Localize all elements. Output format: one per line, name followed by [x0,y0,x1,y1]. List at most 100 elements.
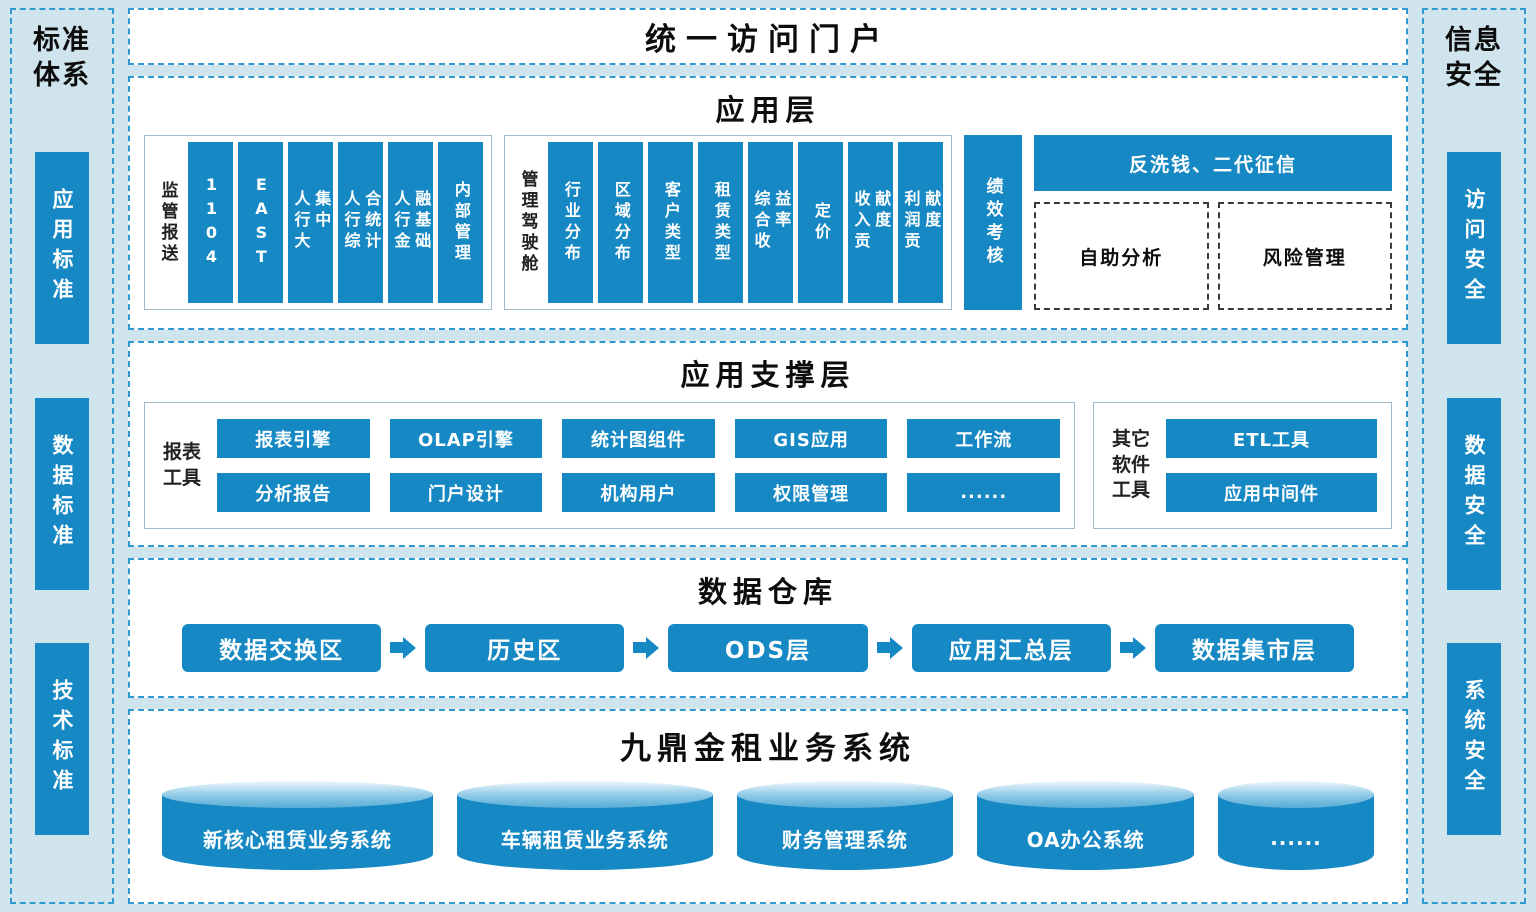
cylinder-label: 车辆租赁业务系统 [500,827,669,852]
other-tools-column: ETL工具 应用中间件 [1166,419,1377,512]
cockpit-item: 利润贡献度 [898,142,943,303]
sidebar-item-system-security: 系统安全 [1447,642,1501,835]
application-support-content: 报表工具 报表引擎 OLAP引擎 统计图组件 GIS应用 工作流 分析报告 门户… [130,398,1406,545]
database-cylinder-ellipsis: ...... [1217,781,1375,870]
regulatory-item: 人行大集中 [288,142,333,303]
management-cockpit-group: 管理驾驶舱 行业分布 区域分布 客户类型 租赁类型 综合收益率 定价 收入贡献度… [504,135,952,310]
data-warehouse-title: 数据仓库 [697,575,838,609]
cylinder-label: OA办公系统 [1026,827,1145,852]
regulatory-reporting-group: 监管报送 1104 EAST 人行大集中 人行综合统计 人行金融基础 内部管理 [144,135,492,310]
tool-box: ...... [907,473,1061,512]
flow-arrow-icon [633,636,660,659]
tool-box: 机构用户 [562,473,715,512]
flow-arrow-icon [1119,636,1146,659]
cockpit-item-label: 收入贡献度 [851,189,892,253]
warehouse-stage: ODS层 [668,623,868,672]
cockpit-item-label: 租赁类型 [711,180,731,265]
sidebar-item-label: 应用标准 [50,188,74,309]
cockpit-item: 收入贡献度 [848,142,893,303]
portal-title: 统一访问门户 [645,22,891,58]
risk-management-box: 风险管理 [1217,202,1392,310]
performance-assessment-label: 绩效考核 [982,176,1003,269]
sidebar-item-label: 系统安全 [1462,678,1486,799]
cylinder-label: 新核心租赁业务系统 [202,827,392,852]
regulatory-item-label: EAST [251,174,271,271]
aml-credit-box: 反洗钱、二代征信 [1034,135,1392,191]
application-support-title: 应用支撑层 [680,358,856,392]
regulatory-item-label: 内部管理 [451,180,471,265]
database-cylinder-finance: 财务管理系统 [736,781,954,870]
sidebar-item-label: 技术标准 [50,678,74,799]
standards-sidebar-title: 标准体系 [33,25,91,91]
security-sidebar: 信息安全 访问安全 数据安全 系统安全 [1422,8,1526,904]
app-layer-right-group: 反洗钱、二代征信 自助分析 风险管理 [1034,135,1392,310]
warehouse-stage: 历史区 [425,623,625,672]
database-cylinder-oa: OA办公系统 [977,781,1194,870]
sidebar-item-technical-standard: 技术标准 [35,642,89,835]
regulatory-item-label: 人行综合统计 [341,189,382,253]
data-warehouse-panel: 数据仓库 数据交换区 历史区 ODS层 应用汇总层 数据集市层 [128,558,1408,698]
tool-box: GIS应用 [734,419,888,458]
tool-box: 报表引擎 [217,419,370,458]
tool-box: 权限管理 [734,473,888,512]
tool-box: 应用中间件 [1166,473,1377,512]
sidebar-item-access-security: 访问安全 [1447,152,1501,345]
regulatory-item: 人行金融基础 [388,142,433,303]
application-layer-content: 监管报送 1104 EAST 人行大集中 人行综合统计 人行金融基础 内部管理 … [130,133,1406,328]
report-tools-group: 报表工具 报表引擎 OLAP引擎 统计图组件 GIS应用 工作流 分析报告 门户… [144,402,1076,529]
tool-box: 门户设计 [389,473,543,512]
sidebar-item-label: 访问安全 [1462,188,1486,309]
regulatory-item: 人行综合统计 [338,142,383,303]
regulatory-item: 1104 [188,142,233,303]
sidebar-item-application-standard: 应用标准 [35,152,89,345]
analysis-risk-row: 自助分析 风险管理 [1034,202,1392,310]
tool-box: 分析报告 [217,473,370,512]
cockpit-item: 租赁类型 [698,142,743,303]
cockpit-item-label: 客户类型 [661,180,681,265]
cockpit-item-label: 利润贡献度 [901,189,942,253]
application-layer-panel: 应用层 监管报送 1104 EAST 人行大集中 人行综合统计 人行金融基础 内… [128,76,1408,330]
regulatory-reporting-label: 监管报送 [153,142,183,303]
business-systems-row: 新核心租赁业务系统 车辆租赁业务系统 财务管理系统 OA办公系统 ...... [130,772,1406,902]
sidebar-item-label: 数据标准 [50,433,74,554]
unified-portal-bar: 统一访问门户 [128,8,1408,65]
cockpit-item-label: 综合收益率 [751,189,792,253]
standards-sidebar: 标准体系 应用标准 数据标准 技术标准 [10,8,114,904]
cockpit-item: 客户类型 [648,142,693,303]
flow-arrow-icon [390,636,417,659]
sidebar-item-data-standard: 数据标准 [35,397,89,590]
report-tools-grid: 报表引擎 OLAP引擎 统计图组件 GIS应用 工作流 分析报告 门户设计 机构… [217,419,1061,512]
database-cylinder-vehicle-leasing: 车辆租赁业务系统 [456,781,713,870]
main-stack: 统一访问门户 应用层 监管报送 1104 EAST 人行大集中 人行综合统计 人… [128,8,1408,904]
cockpit-item: 行业分布 [548,142,593,303]
cockpit-item: 定价 [798,142,843,303]
cylinder-label: ...... [1270,826,1322,850]
other-tools-group: 其它软件工具 ETL工具 应用中间件 [1093,402,1392,529]
business-systems-title: 九鼎金租业务系统 [620,731,916,767]
tool-box: OLAP引擎 [389,419,543,458]
cockpit-item: 综合收益率 [748,142,793,303]
sidebar-item-data-security: 数据安全 [1447,397,1501,590]
security-sidebar-title: 信息安全 [1445,25,1503,91]
application-layer-title: 应用层 [715,93,821,127]
performance-assessment-box: 绩效考核 [964,135,1022,310]
tool-box: ETL工具 [1166,419,1377,458]
warehouse-stage: 数据集市层 [1154,623,1355,672]
regulatory-item-label: 人行大集中 [291,189,332,253]
tool-box: 工作流 [907,419,1061,458]
cockpit-item-label: 定价 [811,201,831,244]
standards-sidebar-items: 应用标准 数据标准 技术标准 [18,93,106,892]
regulatory-item-label: 人行金融基础 [391,189,432,253]
business-systems-panel: 九鼎金租业务系统 新核心租赁业务系统 车辆租赁业务系统 财务管理系统 OA办公系… [128,709,1408,904]
warehouse-stage: 数据交换区 [182,623,382,672]
cockpit-item-label: 区域分布 [611,180,631,265]
regulatory-item: 内部管理 [438,142,483,303]
flow-arrow-icon [876,636,903,659]
regulatory-reporting-label-text: 监管报送 [157,180,178,265]
management-cockpit-label: 管理驾驶舱 [513,142,543,303]
cylinder-label: 财务管理系统 [781,827,908,852]
sidebar-item-label: 数据安全 [1462,433,1486,554]
warehouse-flow: 数据交换区 历史区 ODS层 应用汇总层 数据集市层 [130,615,1406,696]
regulatory-item-label: 1104 [201,174,221,271]
